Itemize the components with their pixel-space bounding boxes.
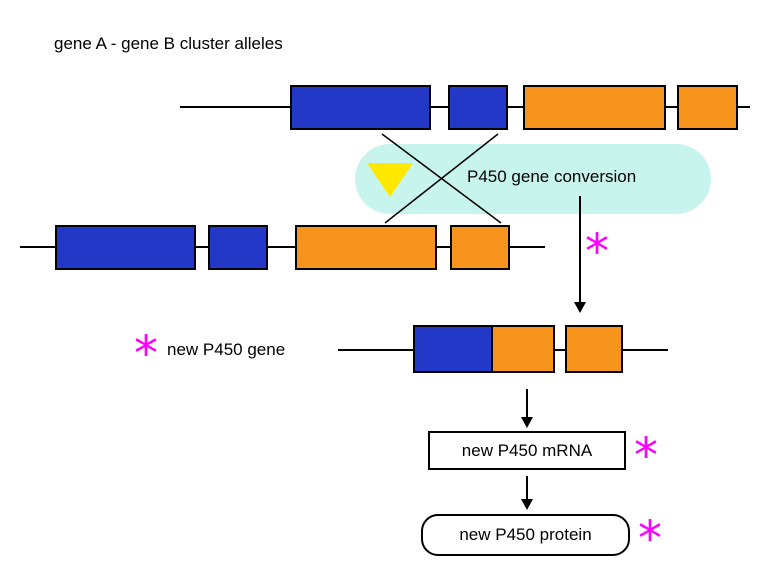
arrow-down-icon [574, 302, 586, 313]
bottom-allele-gene-segment-blue-small [208, 225, 268, 270]
gene-conversion-label: P450 gene conversion [467, 167, 637, 186]
top-allele-gene-segment-orange-small [677, 85, 738, 130]
asterisk-icon: * [638, 511, 662, 567]
bottom-allele-gene-segment-blue-large [55, 225, 196, 270]
new-gene-fused-segment [413, 325, 555, 373]
mrna-label: new P450 mRNA [461, 440, 593, 460]
diagram-title: gene A - gene B cluster alleles [54, 34, 283, 53]
new-gene-segment-orange-small [565, 325, 623, 373]
arrow-down-icon [521, 417, 533, 428]
bottom-allele-gene-segment-orange-large [295, 225, 437, 270]
asterisk-icon: * [585, 224, 609, 280]
new-gene-label: new P450 gene [167, 340, 286, 359]
asterisk-icon: * [134, 326, 158, 382]
asterisk-icon: * [634, 428, 658, 484]
protein-label: new P450 protein [459, 525, 592, 544]
top-allele-gene-segment-blue-large [290, 85, 431, 130]
new-gene-blue-part [415, 327, 493, 371]
protein-box: new P450 protein [421, 514, 630, 556]
arrow-down-icon [521, 499, 533, 510]
bottom-allele-gene-segment-orange-small [450, 225, 510, 270]
new-gene-orange-part [493, 327, 553, 371]
mrna-box: new P450 mRNA [428, 431, 626, 470]
top-allele-gene-segment-blue-small [448, 85, 508, 130]
top-allele-gene-segment-orange-large [523, 85, 666, 130]
